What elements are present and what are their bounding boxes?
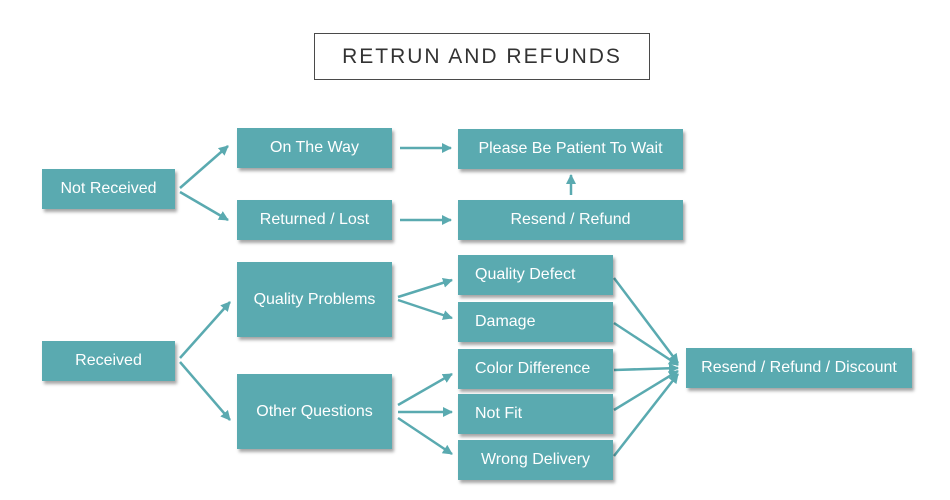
- arrow-quality-problems-to-quality-defect: [397, 277, 453, 299]
- node-please-be-patient-to-wait: Please Be Patient To Wait: [458, 129, 683, 169]
- arrow-not-fit-to-resend-refund-discount: [613, 369, 679, 412]
- node-color-difference: Color Difference: [458, 349, 613, 389]
- arrow-not-received-to-on-the-way: [179, 145, 229, 189]
- node-damage: Damage: [458, 302, 613, 342]
- node-quality-defect: Quality Defect: [458, 255, 613, 295]
- node-on-the-way: On The Way: [237, 128, 392, 168]
- node-resend-refund: Resend / Refund: [458, 200, 683, 240]
- node-resend-refund-discount: Resend / Refund / Discount: [686, 348, 912, 388]
- node-not-received: Not Received: [42, 169, 175, 209]
- arrow-other-questions-to-wrong-delivery: [397, 416, 453, 456]
- arrow-quality-defect-to-resend-refund-discount: [613, 277, 679, 364]
- arrow-wrong-delivery-to-resend-refund-discount: [613, 373, 679, 457]
- node-quality-problems: Quality Problems: [237, 262, 392, 337]
- arrow-received-to-other-questions: [179, 361, 231, 421]
- arrow-received-to-quality-problems: [179, 301, 231, 359]
- arrow-other-questions-to-color-difference: [397, 372, 453, 407]
- node-returned-lost: Returned / Lost: [237, 200, 392, 240]
- diagram-title: RETRUN AND REFUNDS: [314, 33, 650, 80]
- arrow-color-difference-to-resend-refund-discount: [613, 363, 679, 374]
- arrow-damage-to-resend-refund-discount: [613, 321, 679, 367]
- node-received: Received: [42, 341, 175, 381]
- node-wrong-delivery: Wrong Delivery: [458, 440, 613, 480]
- node-not-fit: Not Fit: [458, 394, 613, 434]
- arrow-quality-problems-to-damage: [397, 298, 453, 320]
- node-other-questions: Other Questions: [237, 374, 392, 449]
- arrow-not-received-to-returned-lost: [179, 190, 229, 222]
